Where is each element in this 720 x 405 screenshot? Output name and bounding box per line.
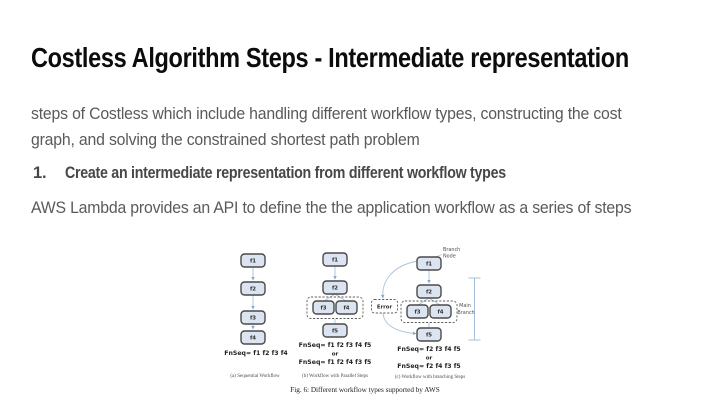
fnseq-label: FnSeq= f2 f3 f4 f5 — [397, 346, 461, 353]
step-label: f5 — [426, 333, 432, 339]
step-box — [322, 323, 348, 338]
body-line-2: graph, and solving the constrained short… — [31, 130, 420, 149]
step-label: f4 — [343, 306, 349, 312]
list-item-number: 1. — [33, 164, 47, 182]
fnseq-label: FnSeq= f1 f2 f3 f4 — [224, 350, 288, 357]
slide-title: Costless Algorithm Steps - Intermediate … — [31, 42, 629, 73]
error-return-curve — [382, 312, 417, 336]
body-paragraph: steps of Costless which include handling… — [31, 101, 666, 153]
step-label: f2 — [250, 287, 256, 293]
step-label: f2 — [332, 286, 338, 292]
step-box — [240, 330, 266, 345]
parallel-group-box — [400, 300, 458, 323]
step-box — [322, 280, 348, 295]
or-label: or — [426, 356, 433, 362]
step-label: f1 — [250, 259, 256, 265]
step-box — [406, 304, 429, 319]
step-box — [240, 281, 266, 296]
step-box — [240, 310, 266, 325]
sequential-workflow-diagram: f1 f2 f3 f4 FnSeq= f1 f2 f3 f4 (a) Seque… — [224, 253, 288, 379]
diagram-b-caption: (b) Workflow with Parallel Steps — [302, 374, 368, 379]
step-box — [312, 300, 335, 315]
parallel-workflow-diagram: f1 f2 f3 f4 f5 FnSeq= f1 f2 f3 f4 f5 or … — [299, 252, 372, 379]
step-label: f4 — [250, 336, 256, 342]
error-box — [371, 299, 398, 314]
fnseq-label: FnSeq= f2 f4 f3 f5 — [397, 363, 461, 370]
step-box — [416, 256, 442, 271]
figure-caption: Fig. 6: Different workflow types support… — [290, 386, 439, 394]
main-branch-bracket — [468, 277, 481, 341]
step-label: f2 — [426, 290, 432, 296]
aws-lambda-text: AWS Lambda provides an API to define the… — [31, 198, 632, 217]
step-label: f5 — [332, 329, 338, 335]
fnseq-label: FnSeq= f1 f2 f3 f4 f5 — [299, 342, 372, 349]
diagram-a-caption: (a) Sequential Workflow — [230, 374, 280, 379]
body-line-1: steps of Costless which include handling… — [31, 104, 622, 123]
branch-node-label-line2: Node — [443, 254, 456, 260]
step-label: f3 — [414, 310, 420, 316]
step-label: f1 — [426, 262, 432, 268]
step-box — [416, 327, 442, 342]
step-box — [416, 284, 442, 299]
numbered-list-item: 1. Create an intermediate representation… — [33, 164, 506, 183]
list-item-text: Create an intermediate representation fr… — [65, 164, 506, 182]
or-label: or — [332, 352, 339, 358]
main-branch-label-line1: Main — [459, 303, 471, 309]
step-box — [322, 252, 348, 267]
workflow-figure-svg: f1 f2 f3 f4 FnSeq= f1 f2 f3 f4 (a) Seque… — [224, 247, 481, 394]
step-label: f3 — [320, 306, 326, 312]
diagram-c-caption: (c) Workflow with branching Steps — [395, 375, 465, 380]
step-box — [429, 304, 452, 319]
error-label: Error — [377, 304, 393, 310]
workflow-types-figure: f1 f2 f3 f4 FnSeq= f1 f2 f3 f4 (a) Seque… — [222, 240, 502, 400]
branching-workflow-diagram: Branch Node f1 f2 f3 f4 f5 Error — [371, 247, 481, 380]
step-label: f3 — [250, 316, 256, 322]
error-branch-curve — [380, 260, 419, 299]
step-box — [335, 300, 358, 315]
main-branch-label-line2: Branch — [457, 310, 474, 316]
fnseq-label: FnSeq= f1 f2 f4 f3 f5 — [299, 359, 372, 366]
step-label: f4 — [437, 310, 443, 316]
step-box — [240, 253, 266, 268]
branch-node-label-line1: Branch — [443, 247, 460, 253]
step-label: f1 — [332, 258, 338, 264]
parallel-group-box — [306, 296, 364, 319]
